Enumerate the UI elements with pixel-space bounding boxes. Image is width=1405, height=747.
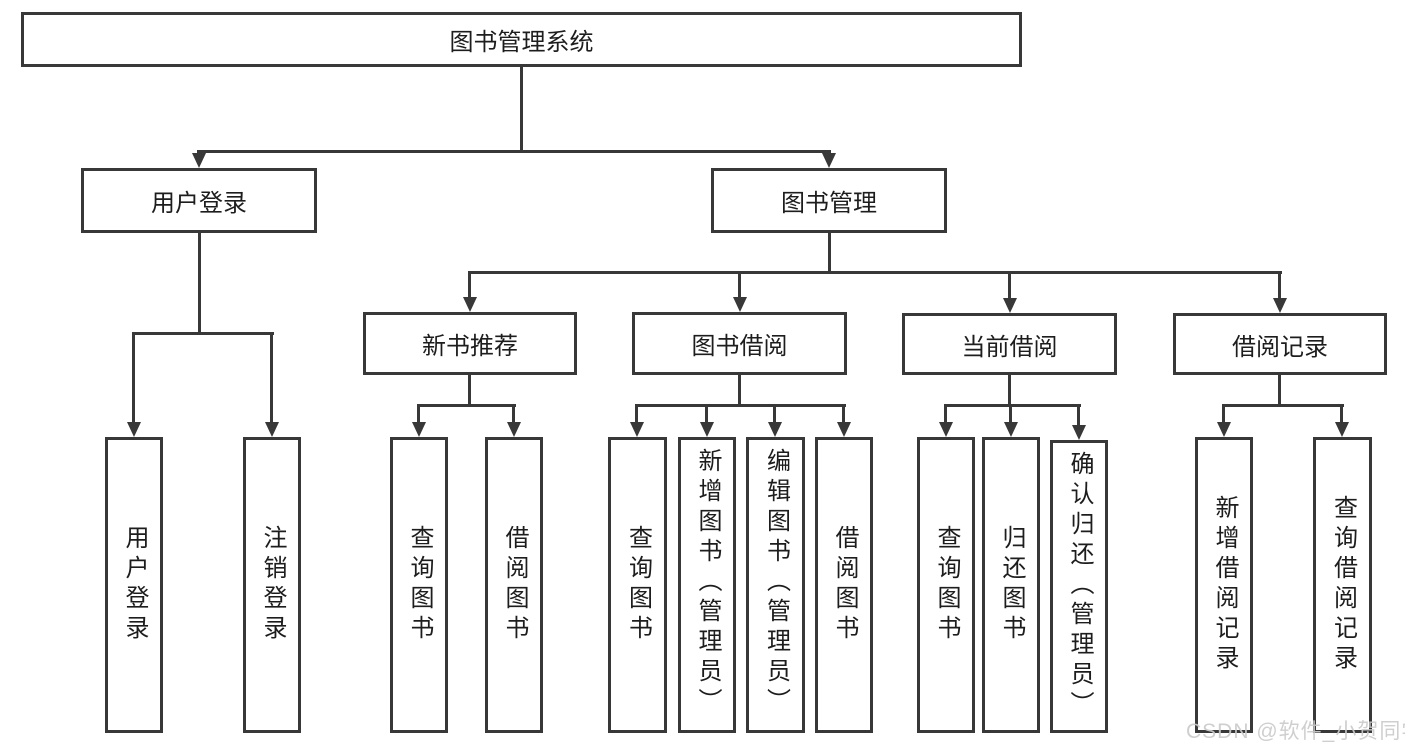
arrow-down-icon	[1217, 422, 1231, 437]
node-bb-add-books-admin: 新增图书（管理员）	[678, 437, 736, 733]
arrow-down-icon	[822, 153, 836, 168]
node-label: 查询图书	[406, 525, 433, 645]
connector-drop	[1278, 271, 1281, 299]
node-cb-confirm-return-admin: 确认归还（管理员）	[1050, 440, 1108, 733]
connector-level3-hline	[468, 271, 1282, 274]
arrow-down-icon	[507, 422, 521, 437]
node-book-borrowing: 图书借阅	[632, 312, 847, 375]
connector-drop	[468, 271, 471, 299]
connector-drop	[1077, 404, 1080, 426]
node-bb-edit-books-admin: 编辑图书（管理员）	[746, 437, 805, 733]
connector-cb-hline	[944, 404, 1081, 407]
arrow-down-icon	[192, 153, 206, 168]
node-current-borrowing: 当前借阅	[902, 313, 1117, 375]
node-label: 借阅图书	[831, 525, 858, 645]
connector-drop	[944, 404, 947, 424]
connector-drop	[512, 404, 515, 424]
arrow-down-icon	[630, 422, 644, 437]
node-label: 归还图书	[998, 525, 1025, 645]
connector-book-mgmt-stem	[828, 233, 831, 272]
node-bb-query-books: 查询图书	[608, 437, 667, 733]
arrow-down-icon	[127, 422, 141, 437]
arrow-down-icon	[412, 422, 426, 437]
node-new-book-recommendation: 新书推荐	[363, 312, 577, 375]
node-cb-query-books: 查询图书	[917, 437, 975, 733]
connector-drop	[417, 404, 420, 424]
node-label: 确认归还（管理员）	[1066, 451, 1093, 721]
node-user-login-action: 用户登录	[105, 437, 163, 733]
connector-br-stem	[1278, 375, 1281, 406]
arrow-down-icon	[1072, 425, 1086, 440]
arrow-down-icon	[1003, 298, 1017, 313]
connector-bb-hline	[635, 404, 846, 407]
connector-drop	[270, 332, 273, 424]
arrow-down-icon	[1004, 422, 1018, 437]
csdn-watermark: CSDN @软件_小贺同学	[1186, 720, 1405, 743]
connector-drop	[705, 404, 708, 424]
node-borrowing-records: 借阅记录	[1173, 313, 1387, 375]
connector-drop	[1008, 271, 1011, 299]
node-label: 注销登录	[259, 525, 286, 645]
node-label: 查询借阅记录	[1329, 495, 1357, 675]
connector-cb-stem	[1008, 375, 1011, 406]
arrow-down-icon	[837, 422, 851, 437]
node-label: 查询图书	[624, 525, 652, 645]
node-logout-action: 注销登录	[243, 437, 301, 733]
node-label: 编辑图书（管理员）	[762, 448, 790, 718]
node-label: 用户登录	[121, 525, 148, 645]
connector-drop	[1222, 404, 1225, 424]
node-nbr-query-books: 查询图书	[390, 437, 448, 733]
arrow-down-icon	[733, 297, 747, 312]
node-label: 新增借阅记录	[1211, 495, 1238, 675]
node-label: 借阅图书	[501, 525, 528, 645]
node-book-management: 图书管理	[711, 168, 947, 233]
connector-drop	[1340, 404, 1343, 424]
node-nbr-borrow-books: 借阅图书	[485, 437, 543, 733]
connector-drop	[635, 404, 638, 424]
connector-bb-stem	[738, 375, 741, 406]
node-cb-return-books: 归还图书	[982, 437, 1040, 733]
node-br-add-borrow-record: 新增借阅记录	[1195, 437, 1253, 733]
connector-level2-hline	[197, 150, 831, 153]
connector-nbr-hline	[417, 404, 516, 407]
node-bb-borrow-books: 借阅图书	[815, 437, 873, 733]
node-label: 新增图书（管理员）	[694, 448, 721, 718]
arrow-down-icon	[463, 297, 477, 312]
connector-root-stem	[520, 67, 523, 151]
connector-user-login-hline	[132, 332, 274, 335]
node-user-login: 用户登录	[81, 168, 317, 233]
arrow-down-icon	[1273, 298, 1287, 313]
arrow-down-icon	[700, 422, 714, 437]
arrow-down-icon	[1335, 422, 1349, 437]
connector-drop	[773, 404, 776, 424]
node-library-system: 图书管理系统	[21, 12, 1022, 67]
connector-drop	[1009, 404, 1012, 424]
connector-nbr-stem	[468, 375, 471, 406]
arrow-down-icon	[265, 422, 279, 437]
node-br-query-borrow-record: 查询借阅记录	[1313, 437, 1372, 733]
connector-drop	[738, 271, 741, 299]
connector-user-login-stem	[198, 233, 201, 333]
node-label: 查询图书	[933, 525, 960, 645]
connector-br-hline	[1222, 404, 1344, 407]
connector-drop	[132, 332, 135, 424]
arrow-down-icon	[939, 422, 953, 437]
arrow-down-icon	[768, 422, 782, 437]
connector-drop	[842, 404, 845, 424]
